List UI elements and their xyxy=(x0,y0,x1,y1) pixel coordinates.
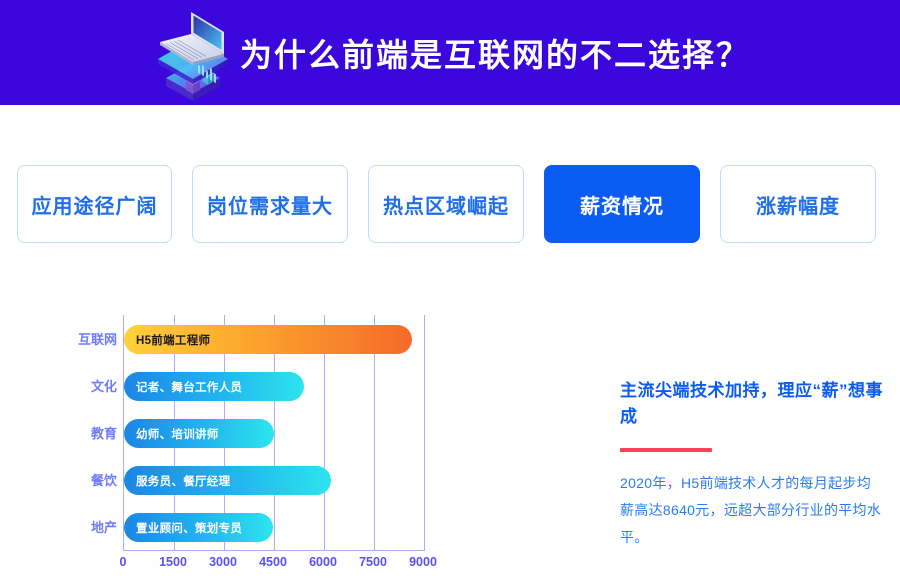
tab-salary-growth[interactable]: 涨薪幅度 xyxy=(720,165,876,243)
page-header: 为什么前端是互联网的不二选择？ xyxy=(0,0,900,105)
category-label: 互联网 xyxy=(77,332,117,347)
x-tick-label: 1500 xyxy=(159,555,187,569)
bar-education: 幼师、培训讲师 xyxy=(124,419,274,448)
tab-salary-situation[interactable]: 薪资情况 xyxy=(544,165,700,243)
tab-bar: 应用途径广阔 岗位需求量大 热点区域崛起 薪资情况 涨薪幅度 xyxy=(0,165,900,245)
tab-hot-regions[interactable]: 热点区域崛起 xyxy=(368,165,524,243)
page-title: 为什么前端是互联网的不二选择？ xyxy=(239,36,750,73)
x-tick-label: 9000 xyxy=(409,555,437,569)
bar-real-estate: 置业顾问、策划专员 xyxy=(124,513,273,542)
category-label: 餐饮 xyxy=(90,473,117,488)
laptop-isometric-illustration xyxy=(136,4,244,104)
panel-heading: 主流尖端技术加持，理应“薪”想事成 xyxy=(620,381,883,426)
x-tick-label: 3000 xyxy=(209,555,237,569)
gridline xyxy=(324,315,325,550)
gridline xyxy=(374,315,375,550)
x-tick-label: 0 xyxy=(119,555,127,569)
bar-culture: 记者、舞台工作人员 xyxy=(124,372,304,401)
gridline xyxy=(424,315,425,550)
bar-catering: 服务员、餐厅经理 xyxy=(124,466,331,495)
x-tick-label: 4500 xyxy=(259,555,287,569)
salary-bar-chart: 互联网 文化 教育 餐饮 地产 H5前端工程师 记者、舞台工作人员 幼师、培训讲… xyxy=(55,312,437,575)
x-tick-label: 6000 xyxy=(309,555,337,569)
bar-internet: H5前端工程师 xyxy=(124,325,412,354)
chart-value-axis: 0 1500 3000 4500 6000 7500 9000 xyxy=(119,555,437,575)
chart-category-axis: 互联网 文化 教育 餐饮 地产 xyxy=(55,312,117,550)
gridline xyxy=(274,315,275,550)
x-tick-label: 7500 xyxy=(359,555,387,569)
category-label: 地产 xyxy=(90,520,117,535)
panel-divider xyxy=(620,448,712,452)
category-label: 文化 xyxy=(90,379,117,394)
chart-plot-area: H5前端工程师 记者、舞台工作人员 幼师、培训讲师 服务员、餐厅经理 置业顾问、… xyxy=(123,315,425,551)
category-label: 教育 xyxy=(90,426,117,441)
tab-application-scope[interactable]: 应用途径广阔 xyxy=(17,165,172,243)
salary-insight-panel: 主流尖端技术加持，理应“薪”想事成 2020年，H5前端技术人才的每月起步均薪高… xyxy=(620,378,885,551)
tab-job-demand[interactable]: 岗位需求量大 xyxy=(192,165,348,243)
panel-body-text: 2020年，H5前端技术人才的每月起步均薪高达8640元，远超大部分行业的平均水… xyxy=(620,475,882,545)
